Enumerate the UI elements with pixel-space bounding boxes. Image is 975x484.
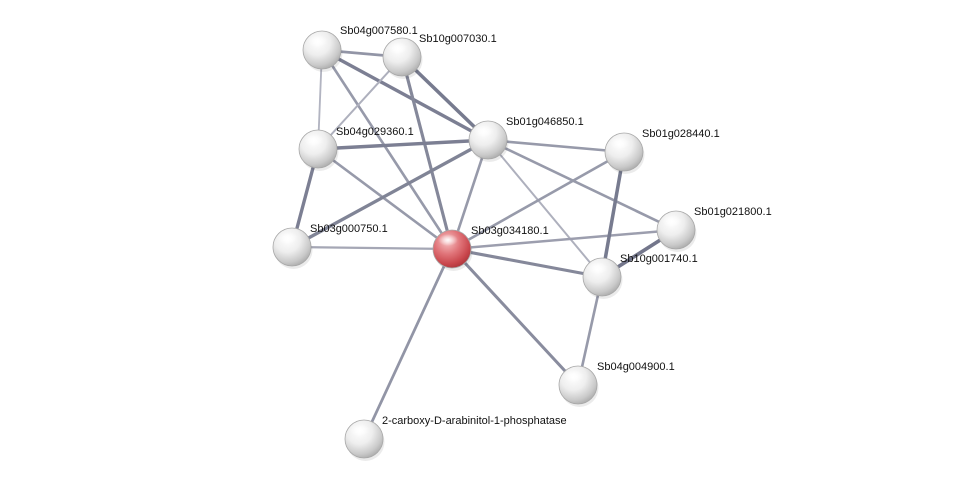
- node-sb04g004900-1[interactable]: Sb04g004900.1: [558, 361, 675, 407]
- node-sb03g000750-1[interactable]: Sb03g000750.1: [272, 223, 388, 269]
- node-label: Sb10g007030.1: [419, 33, 497, 45]
- node-highlight: [388, 42, 408, 54]
- node-label: Sb04g004900.1: [597, 361, 675, 373]
- edge-sb10g007030-1-sb01g046850-1[interactable]: [400, 55, 490, 142]
- node-label: Sb01g046850.1: [506, 116, 584, 128]
- edge-sb04g029360-1-sb01g046850-1[interactable]: [316, 138, 490, 151]
- node-2-carboxy-d-arabinitol-1-phosphatase[interactable]: 2-carboxy-D-arabinitol-1-phosphatase: [344, 415, 567, 461]
- node-sb10g007030-1[interactable]: Sb10g007030.1: [382, 33, 497, 79]
- node-sb01g046850-1[interactable]: Sb01g046850.1: [468, 116, 584, 162]
- node-sb10g001740-1[interactable]: Sb10g001740.1: [582, 253, 698, 299]
- edge-sb04g029360-1-sb03g034180-1[interactable]: [316, 147, 454, 251]
- node-sb01g021800-1[interactable]: Sb01g021800.1: [656, 206, 772, 252]
- edge-sb01g046850-1-sb03g000750-1[interactable]: [290, 138, 490, 249]
- node-sb04g029360-1[interactable]: Sb04g029360.1: [298, 126, 414, 171]
- node-label: Sb01g028440.1: [642, 128, 720, 140]
- node-highlight: [350, 424, 370, 436]
- node-highlight: [662, 215, 682, 227]
- edges-layer: [290, 48, 678, 441]
- edge-sb03g034180-1-sb04g004900-1[interactable]: [450, 247, 580, 387]
- edge-sb04g007580-1-sb03g034180-1[interactable]: [320, 48, 454, 251]
- edge-sb01g046850-1-sb10g001740-1[interactable]: [487, 139, 603, 278]
- node-label: Sb10g001740.1: [620, 253, 698, 265]
- node-highlight: [588, 262, 608, 274]
- node-highlight: [438, 234, 458, 246]
- edge-sb03g034180-1-2-carboxy-d-arabinitol-1-phosphatase[interactable]: [362, 247, 454, 441]
- edge-sb01g028440-1-sb10g001740-1[interactable]: [600, 150, 626, 279]
- node-highlight: [610, 137, 630, 149]
- edge-sb03g000750-1-sb03g034180-1[interactable]: [290, 245, 454, 251]
- node-highlight: [564, 370, 584, 382]
- node-highlight: [304, 134, 324, 146]
- node-sb01g028440-1[interactable]: Sb01g028440.1: [604, 128, 720, 174]
- edge-sb03g034180-1-sb01g021800-1[interactable]: [450, 228, 678, 251]
- node-highlight: [278, 232, 298, 244]
- edge-sb01g046850-1-sb01g028440-1[interactable]: [486, 138, 626, 154]
- edge-sb03g034180-1-sb10g001740-1[interactable]: [450, 247, 604, 279]
- node-label: Sb01g021800.1: [694, 206, 772, 218]
- node-label: Sb04g007580.1: [340, 25, 418, 37]
- node-label: Sb03g000750.1: [310, 223, 388, 235]
- node-highlight: [308, 35, 328, 47]
- edge-sb10g007030-1-sb04g029360-1[interactable]: [317, 56, 403, 150]
- node-sb04g007580-1[interactable]: Sb04g007580.1: [302, 25, 418, 72]
- edge-sb03g034180-1-sb01g028440-1[interactable]: [450, 150, 626, 251]
- edge-sb10g007030-1-sb03g034180-1[interactable]: [400, 55, 454, 251]
- nodes-layer: Sb04g007580.1Sb10g007030.1Sb04g029360.1S…: [272, 25, 772, 461]
- node-highlight: [474, 125, 494, 137]
- node-label: Sb04g029360.1: [336, 126, 414, 138]
- node-label: Sb03g034180.1: [471, 225, 549, 237]
- edge-sb01g046850-1-sb01g021800-1[interactable]: [486, 138, 678, 232]
- edge-sb04g007580-1-sb01g046850-1[interactable]: [320, 48, 490, 142]
- node-label: 2-carboxy-D-arabinitol-1-phosphatase: [382, 415, 567, 427]
- query-node[interactable]: Sb03g034180.1: [432, 225, 549, 271]
